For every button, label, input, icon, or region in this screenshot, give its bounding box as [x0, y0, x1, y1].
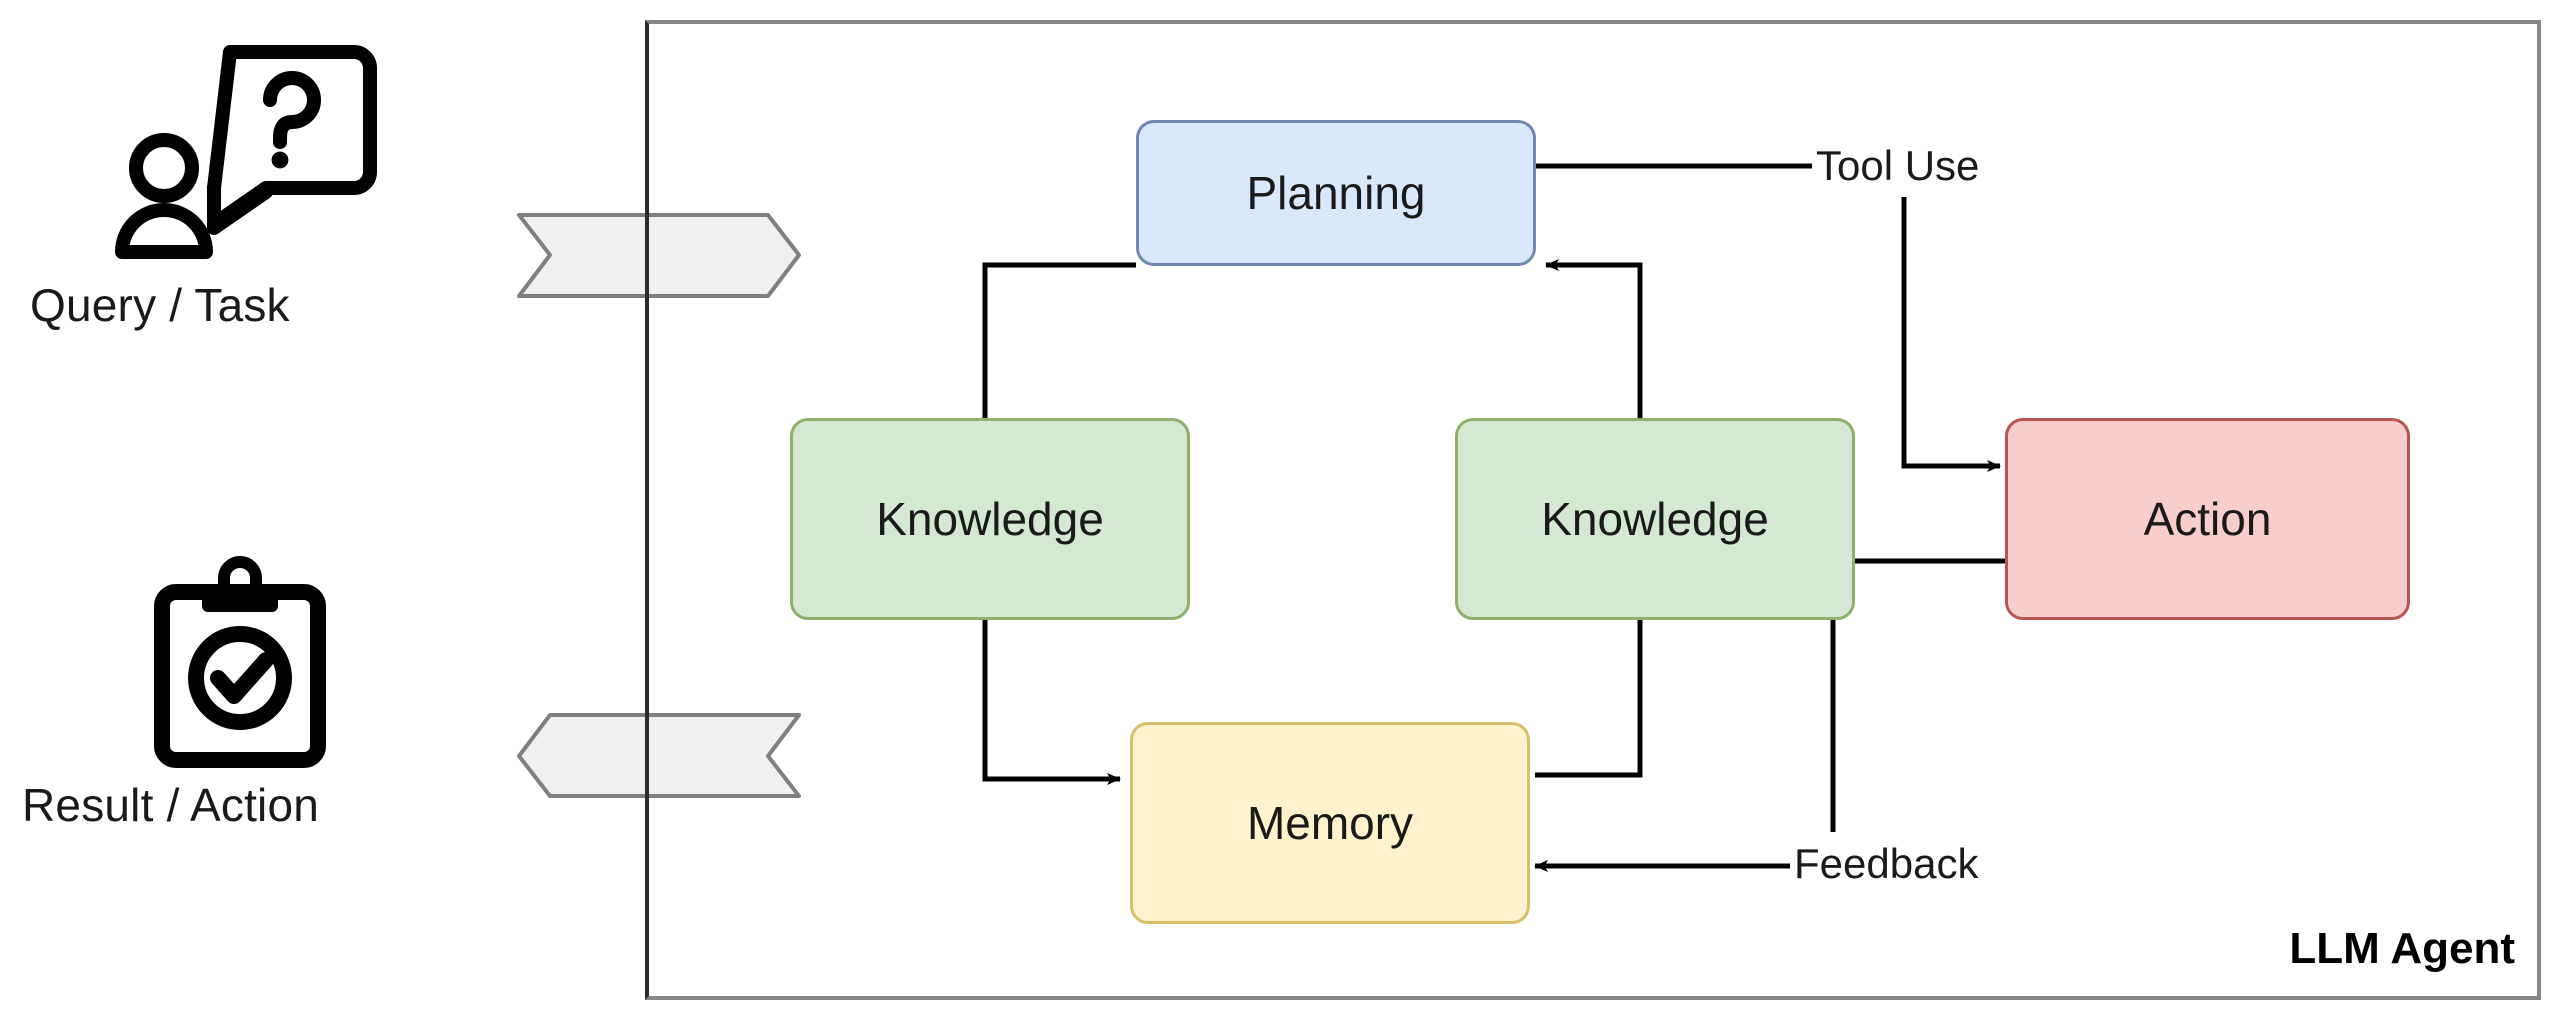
edge-knowledge-left-to-memory	[982, 620, 1121, 785]
edge-planning-to-action-part2	[1901, 197, 2001, 472]
node-knowledge-right[interactable]: Knowledge	[1455, 418, 1855, 620]
node-planning-label: Planning	[1246, 166, 1426, 219]
node-action[interactable]: Action	[2005, 418, 2410, 620]
clipboard-check-icon	[130, 550, 350, 768]
node-action-label: Action	[2143, 492, 2272, 545]
node-memory-label: Memory	[1246, 796, 1414, 849]
node-knowledge-left-label: Knowledge	[876, 492, 1104, 545]
llm-agent-frame: LLM Agent	[645, 20, 2541, 1000]
node-planning[interactable]: Planning	[1136, 120, 1536, 266]
edge-label-tool-use: Tool Use	[1812, 142, 1984, 190]
edge-label-feedback: Feedback	[1790, 840, 1983, 888]
node-memory[interactable]: Memory	[1130, 722, 1530, 924]
edge-memory-to-knowledge-right	[1535, 620, 1643, 778]
node-knowledge-right-label: Knowledge	[1541, 492, 1769, 545]
query-task-label: Query / Task	[30, 279, 290, 331]
chevron-result-action	[517, 713, 801, 798]
person-question-bubble-icon	[110, 40, 390, 259]
llm-agent-label: LLM Agent	[2289, 924, 2515, 973]
result-action-label: Result / Action	[22, 779, 320, 831]
chevron-query-task	[517, 213, 801, 298]
edge-planning-to-knowledge-left	[982, 262, 1136, 418]
node-knowledge-left[interactable]: Knowledge	[790, 418, 1190, 620]
edge-knowledge-right-to-planning	[1545, 259, 1643, 418]
